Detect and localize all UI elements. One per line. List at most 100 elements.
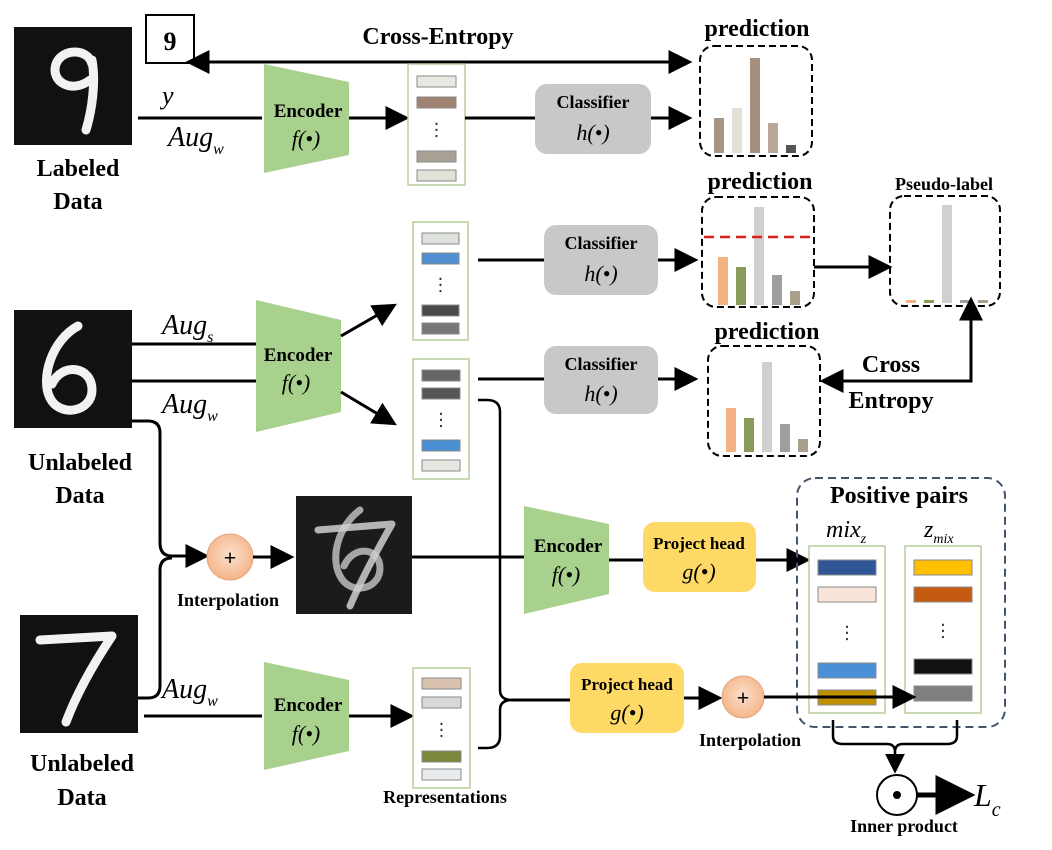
pred2-bar-0 xyxy=(718,257,728,305)
rep2-cell-0 xyxy=(421,232,460,245)
prediction-2-chart xyxy=(704,207,812,305)
unlabeled-data-label-2: Data xyxy=(55,483,104,509)
project-head-2-label: Project head xyxy=(581,675,673,694)
aug-w-label-3: Augw xyxy=(160,674,218,710)
arrow-enc2-rep3 xyxy=(340,390,397,426)
classifier-3: Classifier h(•) xyxy=(544,346,658,414)
classifier-3-label: Classifier xyxy=(565,354,638,374)
encoder-2: Encoder f(•) xyxy=(256,300,341,432)
cross-entropy-top-label: Cross-Entropy xyxy=(362,24,513,50)
representation-4: ⋮ xyxy=(412,667,471,789)
z-mix-vector: ⋮ xyxy=(904,545,982,714)
encoder-4-func: f(•) xyxy=(292,721,320,746)
rep4-cell-3 xyxy=(421,768,462,781)
pseudo-bar-1 xyxy=(924,300,934,303)
label-y: y xyxy=(159,81,174,110)
mixed-image-6-7 xyxy=(296,496,412,614)
positive-pairs-title: Positive pairs xyxy=(830,483,968,509)
representation-3: ⋮ xyxy=(412,358,470,480)
interpolation-label-2: Interpolation xyxy=(699,730,801,750)
zmix-cell-1 xyxy=(913,586,973,603)
digit-image-7 xyxy=(20,615,138,733)
cross-entropy-arrow-2 xyxy=(819,296,983,393)
lc-label: Lc xyxy=(973,777,1001,821)
rep3-cell-2 xyxy=(421,439,461,452)
classifier-2-label: Classifier xyxy=(565,233,638,253)
zmix-dots: ⋮ xyxy=(934,621,952,642)
unlabeled-data-label-4: Data xyxy=(57,785,106,811)
aug-w-label-1: Augw xyxy=(166,122,224,158)
connector-rep3 xyxy=(478,398,513,702)
aug-w-label-2: Augw xyxy=(160,389,218,425)
pred3-bar-0 xyxy=(726,408,736,452)
rep3-dots: ⋮ xyxy=(432,410,450,431)
classifier-2: Classifier h(•) xyxy=(544,225,658,295)
project-head-2-func: g(•) xyxy=(610,700,643,725)
encoder-2-label: Encoder xyxy=(264,345,333,366)
pseudo-label-chart xyxy=(906,205,988,303)
connector-rep4 xyxy=(478,698,513,750)
pred2-bar-2 xyxy=(754,207,764,305)
mixz-cell-1 xyxy=(817,586,877,603)
rep4-cell-2 xyxy=(421,750,462,763)
unlabeled-data-label-3: Unlabeled xyxy=(30,751,135,777)
arrow-enc2-rep2 xyxy=(340,303,397,338)
entropy-label: Entropy xyxy=(849,388,934,414)
pred3-bar-2 xyxy=(762,362,772,452)
zmix-cell-0 xyxy=(913,559,973,576)
arrow-6-to-interp xyxy=(132,419,210,568)
pseudo-bar-3 xyxy=(960,300,970,303)
pred1-bar-0 xyxy=(714,118,724,153)
prediction-3-label: prediction xyxy=(715,319,820,345)
mixz-cell-2 xyxy=(817,662,877,679)
classifier-2-func: h(•) xyxy=(584,261,617,286)
pseudo-bar-2 xyxy=(942,205,952,303)
mix-z-label: mixz xyxy=(826,517,867,547)
rep2-cell-3 xyxy=(421,322,460,335)
rep3-cell-1 xyxy=(421,387,461,400)
positive-pairs-box xyxy=(796,477,1006,728)
mix-z-vector: ⋮ xyxy=(808,545,886,714)
project-head-1-label: Project head xyxy=(653,534,745,553)
encoder-2-func: f(•) xyxy=(282,370,310,395)
prediction-1-box xyxy=(699,45,813,157)
pred1-bar-2 xyxy=(750,58,760,153)
arrow-7-to-interp xyxy=(138,556,173,700)
pseudo-bar-0 xyxy=(906,300,916,303)
prediction-1-label: prediction xyxy=(705,16,810,42)
encoder-3-func: f(•) xyxy=(552,562,580,587)
pseudo-bar-4 xyxy=(978,300,988,303)
labeled-data-label-2: Data xyxy=(53,189,102,215)
plus-2: + xyxy=(737,685,750,710)
encoder-3-label: Encoder xyxy=(534,536,603,557)
rep2-cell-1 xyxy=(421,252,460,265)
prediction-2-label: prediction xyxy=(708,169,813,195)
zmix-cell-3 xyxy=(913,685,973,702)
rep1-cell-2 xyxy=(416,150,457,163)
prediction-2-box xyxy=(701,196,815,308)
rep2-cell-2 xyxy=(421,304,460,317)
representations-label: Representations xyxy=(383,787,507,807)
label-9-text: 9 xyxy=(164,27,177,56)
prediction-3-box xyxy=(707,345,821,457)
mixz-cell-0 xyxy=(817,559,877,576)
project-head-1-func: g(•) xyxy=(682,559,715,584)
plus-1: + xyxy=(224,545,237,570)
pred2-bar-1 xyxy=(736,267,746,305)
representation-2: ⋮ xyxy=(412,221,469,341)
project-head-1: Project head g(•) xyxy=(643,522,756,592)
pred1-bar-3 xyxy=(768,123,778,153)
prediction-1-chart xyxy=(714,58,796,153)
mixz-dots: ⋮ xyxy=(838,623,856,644)
z-mix-label: zmix xyxy=(923,517,954,547)
digit-image-6 xyxy=(14,310,132,428)
aug-s-label: Augs xyxy=(160,310,213,346)
inner-product-brace xyxy=(831,720,959,753)
cross-label: Cross xyxy=(862,352,920,378)
rep2-dots: ⋮ xyxy=(432,275,450,296)
rep4-cell-1 xyxy=(421,696,462,709)
classifier-1: Classifier h(•) xyxy=(535,84,651,154)
rep1-cell-0 xyxy=(416,75,457,88)
zmix-cell-2 xyxy=(913,658,973,675)
